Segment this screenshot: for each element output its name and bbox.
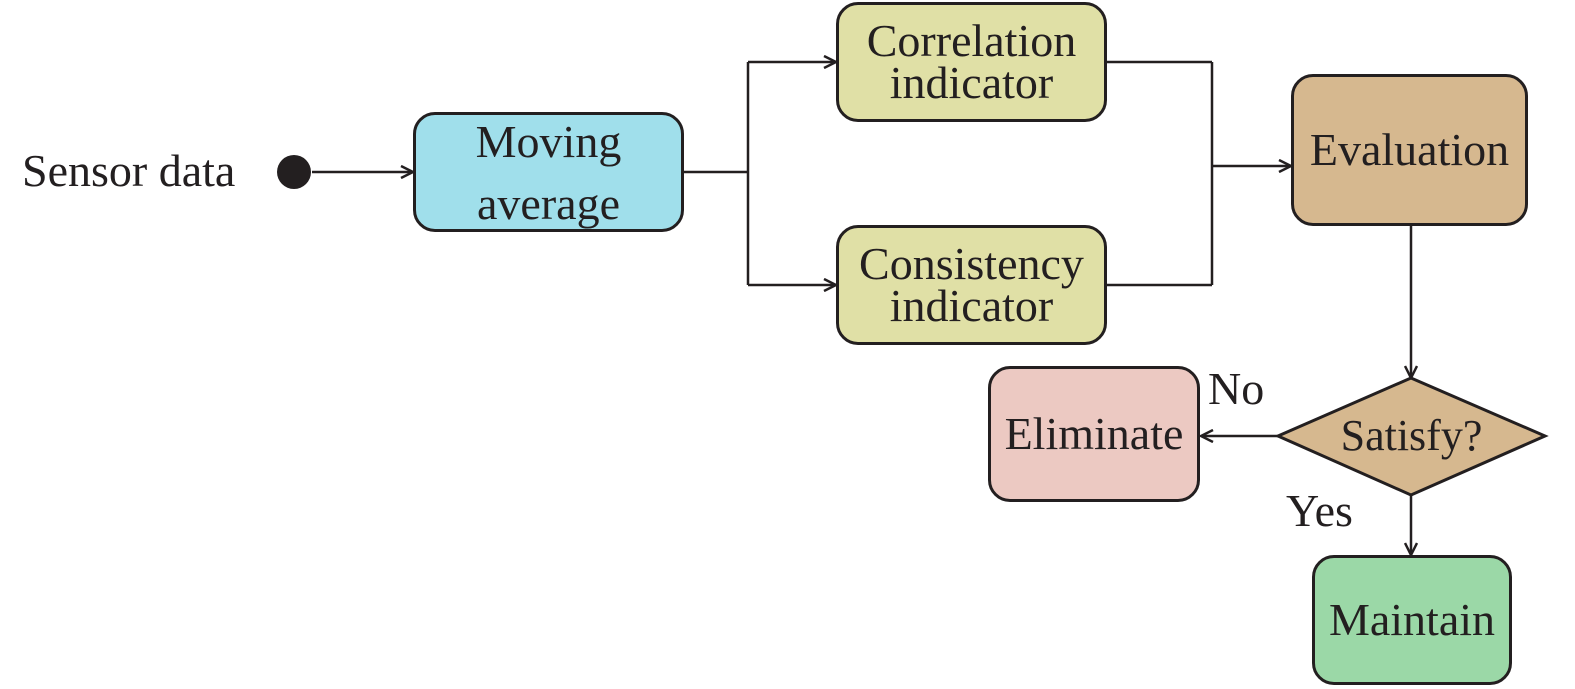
- decision-label: Satisfy?: [1340, 411, 1483, 460]
- eliminate-label: Eliminate: [1004, 408, 1184, 459]
- correlation-line2: indicator: [889, 57, 1054, 108]
- edge-no-label: No: [1208, 363, 1265, 414]
- maintain-node: Maintain: [1312, 555, 1512, 685]
- evaluation-node: Evaluation: [1291, 74, 1528, 226]
- moving-average-node: Moving average: [413, 112, 684, 232]
- input-label: Sensor data: [22, 145, 236, 196]
- evaluation-label: Evaluation: [1309, 124, 1510, 175]
- correlation-indicator-node: Correlation indicator: [836, 2, 1107, 122]
- edge-yes-label: Yes: [1286, 485, 1353, 536]
- eliminate-node: Eliminate: [988, 366, 1200, 502]
- consistency-line1: Consistency: [859, 238, 1084, 289]
- start-node-dot: [277, 155, 311, 189]
- consistency-line2: indicator: [889, 280, 1054, 331]
- maintain-label: Maintain: [1328, 594, 1496, 645]
- consistency-indicator-node: Consistency indicator: [836, 225, 1107, 345]
- correlation-line1: Correlation: [866, 15, 1077, 66]
- moving-average-line1: Moving: [475, 116, 622, 167]
- decision-diamond: [1274, 376, 1549, 497]
- moving-average-line2: average: [477, 178, 620, 229]
